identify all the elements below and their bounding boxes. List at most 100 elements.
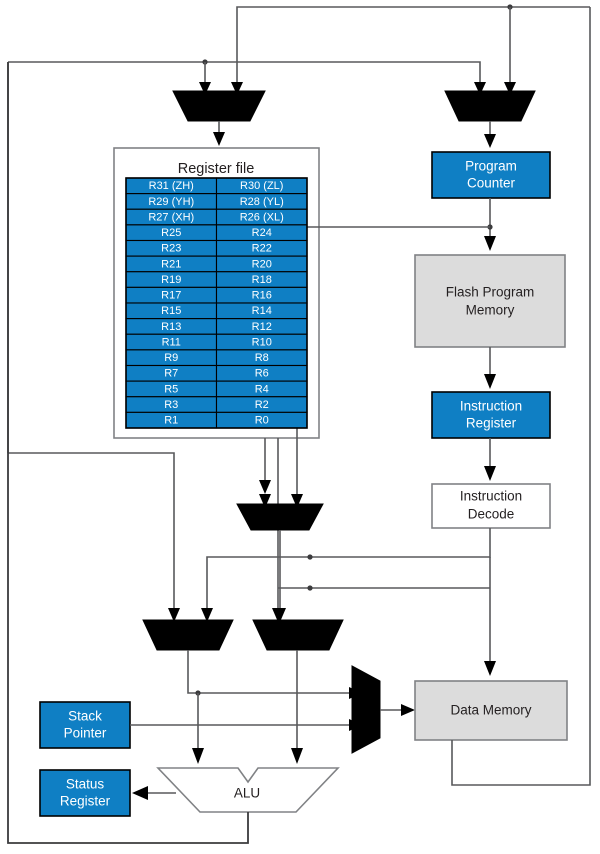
register-cell-r3[interactable]: R3 — [125, 396, 218, 413]
register-cell-r8[interactable]: R8 — [215, 349, 308, 367]
register-cell-label: R7 — [164, 368, 178, 380]
stack-pointer-label-line1: Stack — [68, 709, 102, 724]
control-bus-junction-a — [307, 554, 313, 560]
register-cell-r24[interactable]: R24 — [215, 224, 308, 242]
register-cell-r14[interactable]: R14 — [215, 302, 308, 320]
flash-program-memory-block[interactable] — [414, 254, 566, 348]
program-counter-label-line2: Counter — [467, 176, 516, 191]
register-cell-label: R10 — [252, 336, 272, 348]
register-cell-r15[interactable]: R15 — [125, 302, 218, 320]
register-cell-r22[interactable]: R22 — [215, 239, 308, 257]
register-file-title: Register file — [178, 161, 255, 177]
register-cell-label: R20 — [252, 258, 272, 270]
address-mux[interactable] — [236, 494, 324, 531]
instruction-register-block[interactable] — [431, 391, 551, 439]
wire-to-data-memory-top — [484, 588, 496, 676]
register-cell-r4[interactable]: R4 — [215, 380, 308, 398]
register-cell-label: R2 — [255, 399, 269, 411]
register-cell-label: R22 — [252, 243, 272, 255]
wire-alu-result-bus — [7, 62, 249, 844]
instruction-register-label-line2: Register — [466, 416, 517, 431]
instruction-decode-label-line2: Decode — [468, 507, 515, 522]
status-register-block[interactable] — [39, 769, 131, 817]
register-cell-r20[interactable]: R20 — [215, 255, 308, 273]
register-cell-label: R0 — [255, 415, 269, 427]
register-cell-label: R30 (ZL) — [240, 180, 283, 192]
register-cell-r6[interactable]: R6 — [215, 364, 308, 382]
register-cell-r25[interactable]: R25 — [125, 224, 218, 242]
regfile-write-mux[interactable] — [172, 82, 266, 122]
alu-block[interactable] — [156, 767, 340, 813]
alu-operand-a-mux[interactable] — [142, 619, 234, 651]
register-cell-label: R24 — [252, 227, 272, 239]
status-register-label-line1: Status — [66, 777, 105, 792]
instruction-register-label-line1: Instruction — [460, 399, 522, 414]
register-cell-label: R26 (XL) — [240, 211, 284, 223]
register-cell-r9[interactable]: R9 — [125, 349, 218, 367]
wire-stack-pointer-to-mux — [130, 719, 362, 731]
data-memory-label: Data Memory — [450, 703, 531, 718]
wire-alu-to-status — [132, 786, 176, 800]
program-counter-label-line1: Program — [465, 159, 517, 174]
register-cell-label: R29 (YH) — [148, 196, 194, 208]
register-cell-label: R1 — [164, 415, 178, 427]
register-cell-label: R4 — [255, 383, 269, 395]
stack-pointer-block[interactable] — [39, 701, 131, 749]
register-cell-r0[interactable]: R0 — [215, 411, 308, 429]
wire-regfile-mux-out — [213, 121, 225, 146]
register-cell-r1[interactable]: R1 — [125, 411, 218, 429]
register-cell-label: R15 — [161, 305, 181, 317]
register-cell-label: R28 (YL) — [240, 196, 284, 208]
register-cell-label: R14 — [252, 305, 272, 317]
data-memory-address-mux[interactable] — [351, 665, 381, 754]
register-cell-r12[interactable]: R12 — [215, 318, 308, 335]
register-cell-r16[interactable]: R16 — [215, 286, 308, 304]
control-bus-junction-b — [307, 585, 313, 591]
register-cell-r23[interactable]: R23 — [125, 239, 218, 257]
register-cell-r27[interactable]: R27 (XH) — [125, 208, 218, 226]
register-cell-r2[interactable]: R2 — [215, 396, 308, 413]
register-cell-label: R17 — [161, 290, 181, 302]
register-cell-label: R11 — [162, 336, 181, 348]
wire-operand-b-mux-out — [291, 650, 303, 764]
register-cell-r21[interactable]: R21 — [125, 255, 218, 273]
register-cell-r31[interactable]: R31 (ZH) — [125, 177, 218, 195]
register-cell-label: R21 — [161, 258, 181, 270]
register-cell-label: R12 — [252, 321, 272, 333]
register-cell-r29[interactable]: R29 (YH) — [125, 193, 218, 210]
wire-decode-control-bus — [201, 528, 491, 622]
register-cell-label: R5 — [164, 383, 178, 395]
flash-memory-label-line1: Flash Program — [446, 285, 535, 300]
register-cell-label: R6 — [255, 368, 269, 380]
register-cell-r10[interactable]: R10 — [215, 333, 308, 351]
register-cell-r26[interactable]: R26 (XL) — [215, 208, 308, 226]
register-cell-r5[interactable]: R5 — [125, 380, 218, 398]
register-cell-label: R23 — [161, 243, 181, 255]
wire-operand-a-mux-out — [187, 650, 362, 764]
register-cell-label: R9 — [164, 352, 178, 364]
data-memory-block[interactable] — [414, 680, 568, 741]
register-cell-label: R31 (ZH) — [149, 180, 194, 192]
register-file-cells: R31 (ZH) R30 (ZL) R29 (YH) R28 (YL) R27 (XH)… — [125, 177, 308, 429]
wire-dm-mux-to-memory — [380, 704, 415, 716]
wire-address-mux-out — [274, 530, 286, 622]
register-cell-r17[interactable]: R17 — [125, 286, 218, 304]
alu-label: ALU — [234, 786, 260, 801]
instruction-decode-label-line1: Instruction — [460, 489, 522, 504]
wire-group-top-buses — [8, 4, 590, 82]
program-counter-mux[interactable] — [444, 82, 536, 122]
stack-pointer-label-line2: Pointer — [64, 726, 107, 741]
alu-operand-b-mux[interactable] — [252, 619, 344, 651]
register-cell-r13[interactable]: R13 — [125, 318, 218, 335]
register-cell-r11[interactable]: R11 — [125, 333, 218, 351]
register-cell-r30[interactable]: R30 (ZL) — [215, 177, 308, 195]
instruction-decode-block[interactable] — [431, 483, 551, 529]
register-cell-r19[interactable]: R19 — [125, 271, 218, 288]
block-labels: Register file Program Counter Flash Prog… — [60, 159, 534, 809]
register-cell-r28[interactable]: R28 (YL) — [215, 193, 308, 210]
register-cell-r7[interactable]: R7 — [125, 364, 218, 382]
wire-ir-to-decode — [484, 438, 496, 481]
register-cell-r18[interactable]: R18 — [215, 271, 308, 288]
program-counter-block[interactable] — [431, 151, 551, 199]
register-cell-label: R13 — [161, 321, 181, 333]
